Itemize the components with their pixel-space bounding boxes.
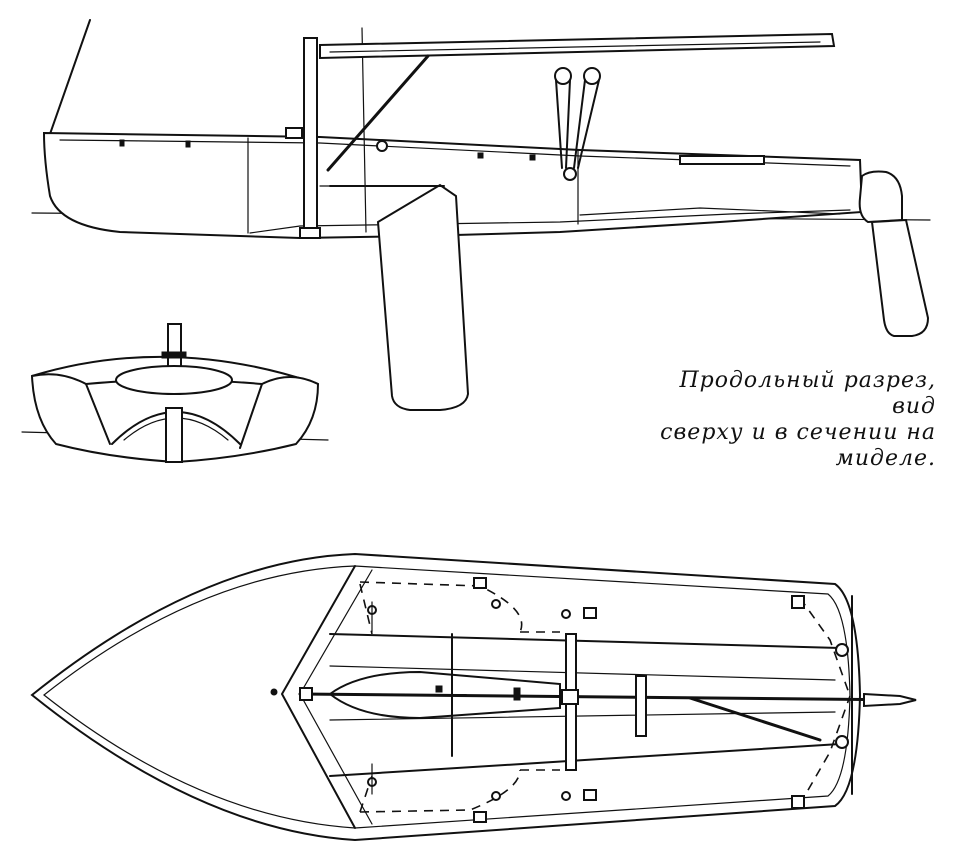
caption-line-1: Продольный разрез, вид — [679, 368, 936, 419]
caption-line-3: миделе. — [835, 446, 936, 471]
plan-mast-partner — [561, 689, 579, 705]
mainsheet-tackle — [554, 67, 601, 181]
plan-centreline — [298, 692, 912, 702]
plan-tank-top — [329, 633, 841, 649]
caption-line-2: сверху и в сечении на — [660, 420, 936, 445]
side-fittings — [119, 127, 536, 161]
rudder-blade — [870, 218, 930, 337]
forestay — [49, 19, 91, 135]
side-frame-diag — [579, 207, 841, 216]
mast-step — [299, 227, 321, 239]
section-deck-fitting — [161, 351, 187, 359]
plan-sheet-bottom — [359, 695, 851, 813]
plan-floor-top — [329, 665, 836, 681]
rudder-head — [858, 170, 903, 224]
plan-sheet-fwd — [359, 583, 373, 813]
midship-section — [21, 323, 329, 464]
plan-frame — [439, 633, 467, 757]
section-cockpit-opening — [115, 365, 233, 395]
plan-tank-bottom — [329, 743, 841, 777]
drawing-caption: Продольный разрез, вид сверху и в сечени… — [636, 368, 936, 472]
boom-track — [329, 41, 821, 53]
plan-frame-strap — [635, 675, 647, 737]
section-tank-left — [85, 383, 111, 445]
plan-rudder — [863, 692, 917, 708]
side-view — [31, 19, 931, 411]
section-tank-right — [239, 383, 263, 449]
plan-tiller — [688, 696, 822, 742]
section-cb-case — [165, 407, 183, 463]
centreboard — [376, 183, 470, 411]
plan-view — [30, 552, 917, 842]
plan-fittings — [270, 577, 849, 823]
boom-vang — [326, 54, 430, 172]
boom — [319, 32, 836, 60]
side-cockpit-floor — [249, 209, 851, 234]
plan-gunwale — [43, 565, 851, 829]
plan-foredeck-edge — [281, 565, 356, 829]
tiller — [679, 155, 765, 165]
mast — [303, 37, 318, 235]
